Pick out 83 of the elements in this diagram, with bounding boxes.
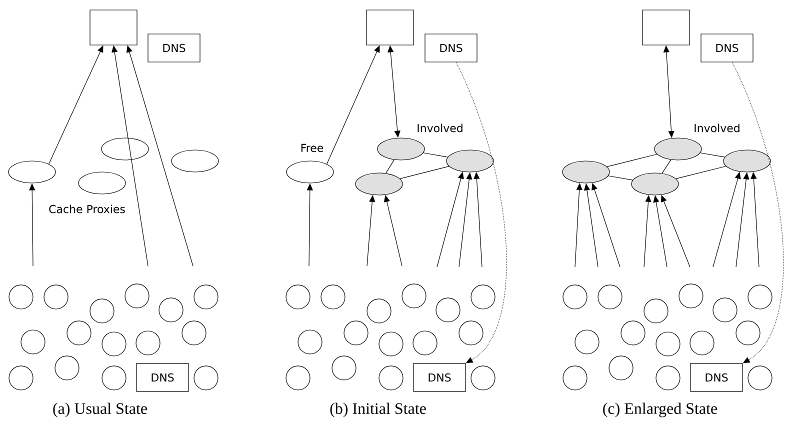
client-circle — [748, 366, 772, 390]
client-circle — [574, 330, 600, 354]
client-circle — [332, 356, 356, 380]
client-circle — [320, 284, 346, 310]
client-circle — [620, 320, 646, 346]
client-circle — [8, 366, 34, 390]
proxy-ellipse — [355, 172, 403, 196]
link-line — [700, 152, 725, 158]
client-circle — [470, 284, 496, 310]
dns-box: DNS — [700, 34, 754, 62]
client-circle — [736, 320, 760, 346]
client-circle — [344, 320, 368, 346]
client-circle — [378, 366, 404, 390]
client-circle — [66, 320, 92, 346]
client-circle — [412, 330, 438, 356]
client-circle — [562, 284, 588, 310]
client-circle — [20, 330, 46, 354]
node-label: Involved — [694, 124, 740, 132]
client-circle — [54, 356, 80, 380]
dns-box: DNS — [413, 363, 466, 392]
proxy-ellipse — [286, 160, 334, 184]
client-circle — [366, 298, 392, 324]
proxy-ellipse — [377, 138, 425, 160]
empty-box — [90, 10, 138, 46]
client-circle — [102, 332, 126, 356]
client-circle — [656, 366, 680, 390]
client-circle — [436, 298, 460, 322]
client-circle — [748, 284, 772, 310]
group-label: Cache Proxies — [49, 204, 125, 214]
client-circle — [194, 366, 218, 390]
client-circle — [656, 332, 680, 356]
dotted-arrow — [456, 62, 507, 364]
empty-box — [366, 10, 414, 46]
proxy-ellipse — [562, 160, 610, 184]
client-circle — [286, 284, 310, 310]
client-circle — [298, 330, 322, 354]
dns-box: DNS — [424, 34, 478, 62]
client-circle — [102, 366, 126, 390]
client-circle — [136, 330, 160, 356]
client-circle — [378, 332, 404, 356]
client-circle — [182, 320, 206, 346]
caption: (a) Usual State — [53, 402, 147, 418]
caption: (c) Enlarged State — [603, 402, 718, 418]
client-circle — [690, 330, 714, 356]
link-line — [608, 176, 633, 180]
proxy-ellipse — [723, 150, 771, 172]
client-circle — [678, 284, 704, 308]
client-circle — [90, 298, 114, 324]
client-circle — [644, 298, 668, 324]
link-line — [662, 159, 672, 174]
link-line — [386, 160, 394, 174]
node-label: Involved — [418, 124, 462, 132]
link-line — [606, 154, 658, 168]
client-circle — [402, 284, 426, 308]
dns-box: DNS — [148, 34, 200, 62]
proxy-ellipse — [631, 172, 679, 196]
client-circle — [598, 284, 622, 310]
client-circle — [470, 366, 496, 390]
client-circle — [608, 356, 634, 380]
client-circle — [194, 284, 218, 310]
link-line — [423, 152, 448, 158]
client-circle — [8, 284, 34, 310]
client-circle — [124, 284, 150, 308]
proxy-ellipse — [171, 150, 219, 172]
client-circle — [286, 366, 310, 390]
client-circle — [712, 298, 738, 322]
proxy-ellipse — [446, 150, 494, 172]
client-circle — [44, 284, 68, 310]
client-circle — [458, 320, 484, 346]
proxy-ellipse — [8, 160, 56, 184]
client-circle — [158, 298, 184, 322]
proxy-ellipse — [78, 172, 126, 194]
node-label: Free — [301, 144, 324, 152]
caption: (b) Initial State — [330, 402, 426, 418]
link-line — [400, 166, 450, 179]
proxy-ellipse — [101, 138, 149, 160]
dns-box: DNS — [690, 363, 743, 392]
client-circle — [562, 366, 588, 390]
link-line — [676, 166, 726, 180]
dns-box: DNS — [136, 363, 189, 392]
dotted-arrow — [732, 62, 784, 364]
proxy-ellipse — [654, 138, 702, 160]
empty-box — [642, 10, 690, 46]
